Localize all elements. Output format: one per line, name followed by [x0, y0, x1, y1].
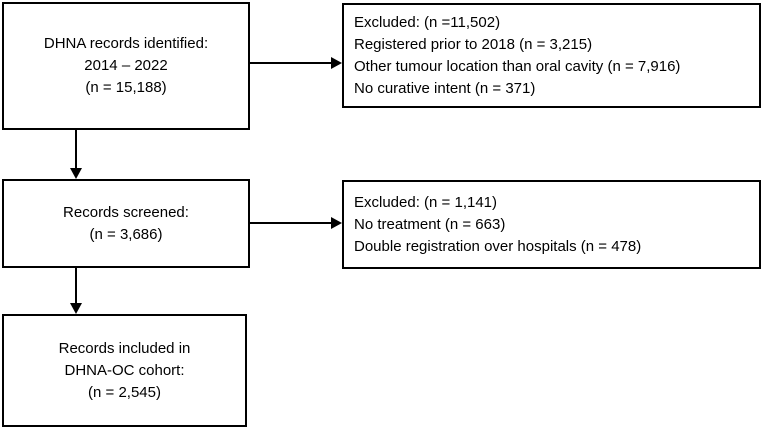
arrow-screened-to-excluded-head — [331, 217, 342, 229]
box-records-identified-line-3: (n = 15,188) — [85, 79, 167, 96]
arrow-screened-to-excluded-shaft — [250, 222, 333, 224]
box-excluded-initial-line-2: Registered prior to 2018 (n = 3,215) — [354, 35, 593, 53]
box-excluded-screened-line-2: No treatment (n = 663) — [354, 215, 506, 233]
box-records-screened-line-2: (n = 3,686) — [89, 225, 163, 243]
box-records-included-line-3: (n = 2,545) — [88, 383, 161, 401]
box-records-screened: Records screened: (n = 3,686) — [2, 179, 250, 268]
box-records-included: Records included in DHNA-OC cohort: (n =… — [2, 314, 247, 427]
box-records-identified-line-2: 2014 – 2022 — [84, 57, 168, 74]
box-excluded-screened: Excluded: (n = 1,141) No treatment (n = … — [342, 180, 761, 269]
arrow-identified-to-excluded-shaft — [250, 62, 333, 64]
box-excluded-screened-line-3: Double registration over hospitals (n = … — [354, 237, 642, 255]
box-excluded-initial-line-3: Other tumour location than oral cavity (… — [354, 57, 681, 75]
box-records-included-line-1: Records included in — [58, 339, 191, 357]
arrow-identified-to-excluded-head — [331, 57, 342, 69]
box-excluded-initial-line-4: No curative intent (n = 371) — [354, 79, 536, 97]
box-records-included-line-2: DHNA-OC cohort: — [64, 361, 185, 379]
arrow-identified-to-screened-head — [70, 168, 82, 179]
arrow-screened-to-included-shaft — [75, 268, 77, 304]
box-records-identified: DHNA records identified: 2014 – 2022 (n … — [2, 2, 250, 130]
box-excluded-screened-line-1: Excluded: (n = 1,141) — [354, 193, 498, 211]
arrow-identified-to-screened-shaft — [75, 130, 77, 169]
box-records-screened-line-1: Records screened: — [63, 203, 189, 221]
box-excluded-initial: Excluded: (n =11,502) Registered prior t… — [342, 3, 761, 108]
box-records-identified-line-1: DHNA records identified: — [43, 35, 209, 52]
box-excluded-initial-line-1: Excluded: (n =11,502) — [354, 13, 501, 31]
arrow-screened-to-included-head — [70, 303, 82, 314]
